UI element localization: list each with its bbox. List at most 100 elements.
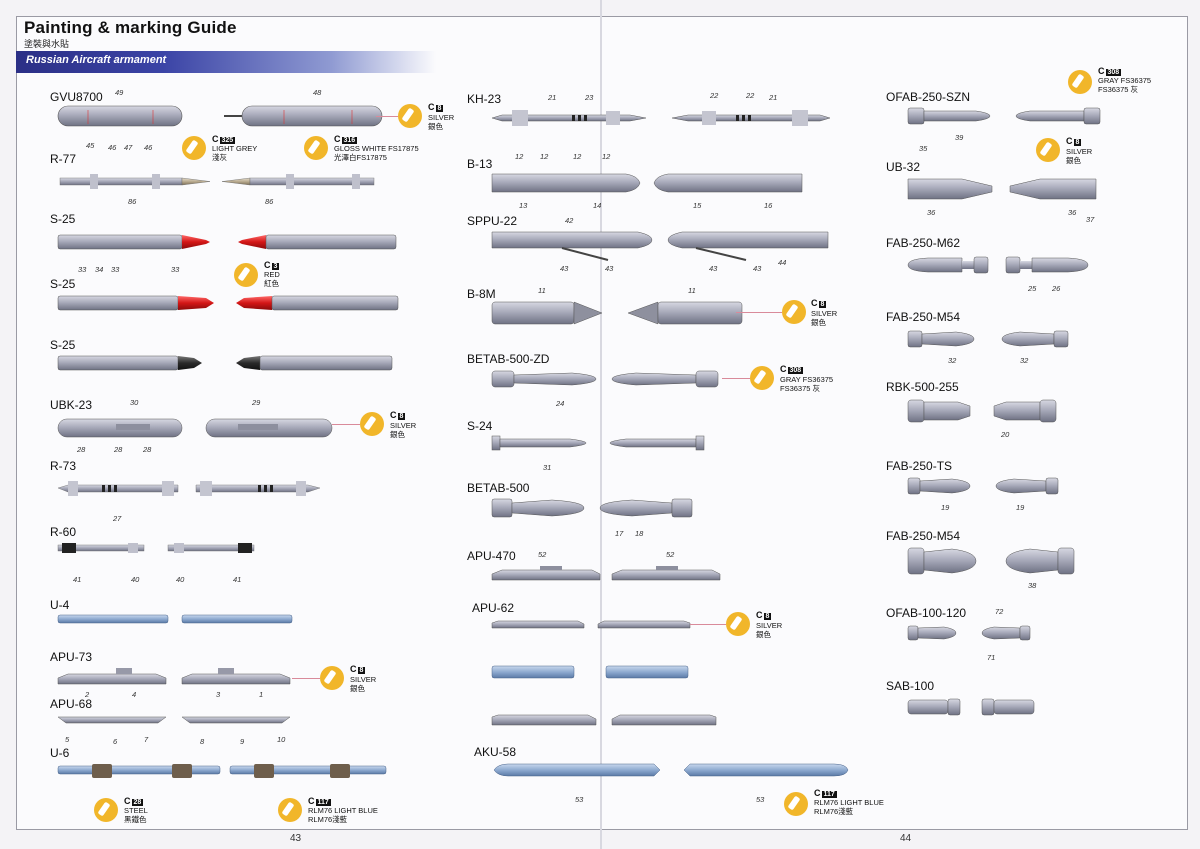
leader-line: [376, 116, 398, 117]
num-apu68-9: 9: [240, 737, 245, 746]
leader-line: [332, 424, 360, 425]
paint-brush-icon: [726, 612, 750, 636]
label-ubk23: UBK-23: [50, 398, 93, 412]
label-fab250m54a: FAB-250-M54: [886, 310, 961, 324]
leader-line: [736, 312, 782, 313]
num-b8m-11b: 11: [688, 286, 696, 295]
paint-name-cn: 淺灰: [212, 153, 227, 162]
leader-line: [690, 624, 726, 625]
aku58-launcher-left: [493, 762, 662, 778]
num-kh23-21a: 21: [548, 93, 557, 102]
label-b8m: B-8M: [467, 287, 496, 301]
label-apu62: APU-62: [472, 601, 515, 615]
num-fab62-26: 26: [1052, 284, 1061, 293]
num-aku58-53a: 53: [575, 795, 584, 804]
b8m-pod-right: [627, 300, 744, 326]
ub32-pod-left: [907, 177, 994, 201]
num-ub32-36a: 36: [927, 208, 936, 217]
apu62-launcher-top-left: [491, 618, 586, 632]
label-kh23: KH-23: [467, 92, 502, 106]
paint-name-cn: 銀色: [390, 430, 405, 439]
num-r60-40b: 40: [176, 575, 185, 584]
num-ubk-28c: 28: [143, 445, 152, 454]
label-fab250m62: FAB-250-M62: [886, 236, 961, 250]
sab100-bomb-right: [981, 697, 1036, 717]
paint-brush-icon: [1068, 70, 1092, 94]
paint-name-cn: FS36375 灰: [1098, 85, 1139, 94]
fab250m54b-bomb-right: [1005, 546, 1076, 576]
num-gvu-48: 48: [313, 88, 322, 97]
num-ubk-28b: 28: [114, 445, 123, 454]
kh23-missile-left: [491, 108, 648, 128]
apu62-rail-left: [491, 713, 598, 729]
r60-missile-left: [57, 541, 148, 555]
label-fab250m54b: FAB-250-M54: [886, 529, 961, 543]
page-title: Painting & marking Guide: [24, 18, 237, 37]
label-ofab250szn: OFAB-250-SZN: [886, 90, 971, 104]
paint-name: STEEL: [124, 806, 148, 815]
num-ubk-28a: 28: [77, 445, 86, 454]
apu62-launcher-top-right: [597, 618, 692, 632]
paint-name-cn: RLM76淺藍: [814, 807, 854, 816]
label-r77: R-77: [50, 152, 77, 166]
label-s25c: S-25: [50, 338, 76, 352]
ofab100-bomb-right: [981, 624, 1032, 642]
paint-name: SILVER: [428, 113, 455, 122]
num-betabzd-24: 24: [556, 399, 565, 408]
num-fabts-19a: 19: [941, 503, 950, 512]
num-fabts-19b: 19: [1016, 503, 1025, 512]
fab250m62-bomb-right: [1005, 255, 1090, 275]
paint-brush-icon: [304, 136, 328, 160]
num-fab54-32b: 32: [1020, 356, 1029, 365]
num-betab-17: 17: [615, 529, 624, 538]
paint-name: RLM76 LIGHT BLUE: [308, 806, 378, 815]
leader-line: [722, 378, 750, 379]
apu73-launcher-left: [57, 668, 170, 688]
label-ub32: UB-32: [886, 160, 921, 174]
num-s25-33b: 33: [111, 265, 120, 274]
gvu8700-pod-right: [224, 104, 384, 128]
label-sppu22: SPPU-22: [467, 214, 518, 228]
num-kh23-21b: 21: [769, 93, 778, 102]
r73-missile-left: [57, 479, 184, 497]
paint-name-cn: RLM76淺藍: [308, 815, 348, 824]
ub32-pod-right: [1009, 177, 1098, 201]
num-apu73-3: 3: [216, 690, 221, 699]
paint-name-cn: FS36375 灰: [780, 384, 821, 393]
b8m-pod-left: [491, 300, 604, 326]
num-kh23-22b: 22: [746, 91, 755, 100]
apu68-launcher-right: [181, 713, 292, 727]
paint-brush-icon: [278, 798, 302, 822]
apu62-body-left: [491, 664, 576, 680]
apu62-rail-right: [611, 713, 718, 729]
label-gvu8700: GVU8700: [50, 90, 103, 104]
ofab250szn-bomb-right: [1015, 106, 1102, 126]
s25b-rocket-left: [57, 294, 214, 312]
num-gvu-45: 45: [86, 141, 95, 150]
label-sab100: SAB-100: [886, 679, 935, 693]
paint-brush-icon: [94, 798, 118, 822]
sppu22-pod-right: [666, 230, 830, 266]
num-s24-31: 31: [543, 463, 552, 472]
num-ub32-35: 35: [919, 144, 928, 153]
apu470-launcher-right: [611, 566, 722, 584]
label-apu68: APU-68: [50, 697, 93, 711]
paint-brush-icon: [182, 136, 206, 160]
paint-name: LIGHT GREY: [212, 144, 258, 153]
section-banner: Russian Aircraft armament: [16, 51, 436, 73]
